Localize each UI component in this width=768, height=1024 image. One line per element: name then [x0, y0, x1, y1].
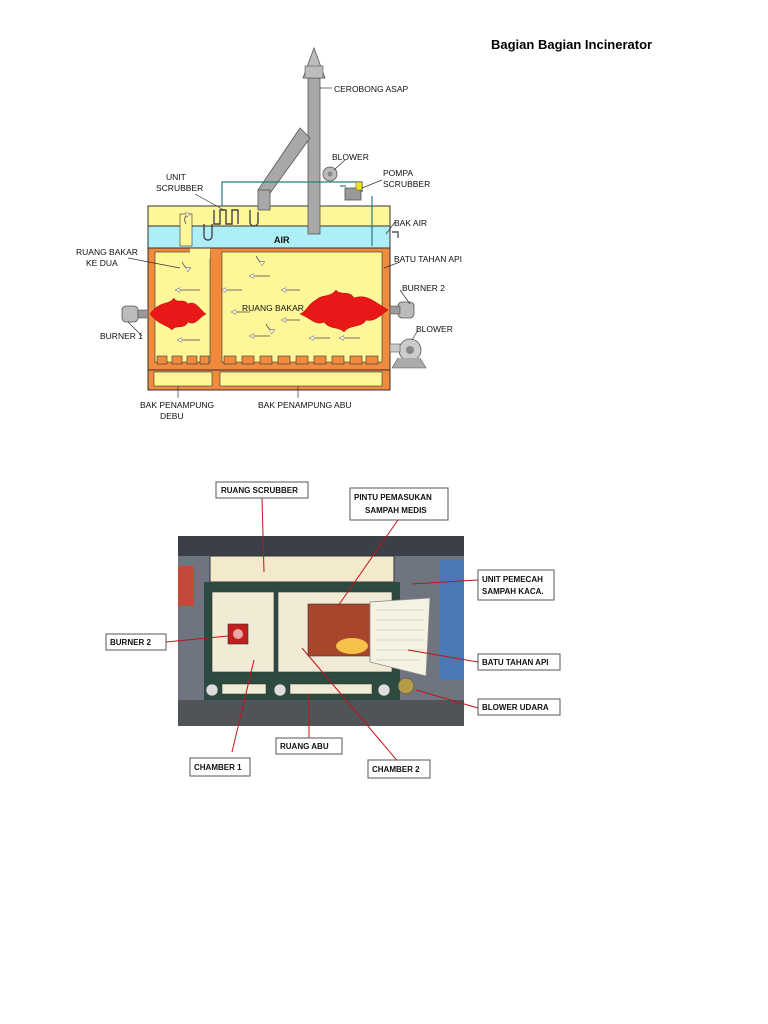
label-batu-tahan-api: BATU TAHAN API [394, 254, 462, 264]
svg-text:CHAMBER 1: CHAMBER 1 [194, 763, 242, 772]
label-burner-1: BURNER 1 [100, 331, 143, 341]
label-blower-top: BLOWER [332, 152, 369, 162]
photo-label-batu-tahan-api: BATU TAHAN API [477, 653, 561, 671]
photo-open-door [369, 597, 431, 677]
scrubber-coils [203, 209, 259, 241]
chimney [307, 77, 321, 235]
label-bak-penampung-debu-1: BAK PENAMPUNG [140, 400, 214, 410]
photo-label-unit-pemecah: UNIT PEMECAH SAMPAH KACA. [477, 569, 555, 601]
svg-text:CHAMBER 2: CHAMBER 2 [372, 765, 420, 774]
label-air: AIR [274, 235, 290, 245]
pump [344, 187, 362, 201]
label-bak-penampung-abu: BAK PENAMPUNG ABU [258, 400, 352, 410]
photo-label-pintu-pemasukan: PINTU PEMASUKAN SAMPAH MEDIS [349, 487, 449, 521]
photo-label-chamber-1: CHAMBER 1 [189, 757, 251, 777]
flame-burner-2 [299, 289, 389, 333]
label-pompa-2: SCRUBBER [383, 179, 430, 189]
svg-text:BATU TAHAN API: BATU TAHAN API [482, 658, 549, 667]
grate [156, 355, 379, 365]
page-title: Bagian Bagian Incinerator [491, 37, 653, 52]
burner-1-unit [121, 305, 149, 323]
label-bak-penampung-debu-2: DEBU [160, 411, 184, 421]
incinerator-photo: RUANG SCRUBBER PINTU PEMASUKAN SAMPAH ME… [105, 481, 561, 779]
dust-pit [153, 371, 213, 387]
label-pompa-1: POMPA [383, 168, 413, 178]
photo-label-chamber-2: CHAMBER 2 [367, 759, 431, 779]
label-cerobong-asap: CEROBONG ASAP [334, 84, 408, 94]
photo-blower [397, 677, 415, 695]
label-ruang-bakar: RUANG BAKAR [242, 303, 304, 313]
photo-label-ruang-scrubber: RUANG SCRUBBER [215, 481, 309, 499]
flame-burner-1 [149, 297, 207, 331]
svg-text:UNIT PEMECAH: UNIT PEMECAH [482, 575, 543, 584]
photo-scrubber-room [209, 555, 395, 583]
photo-label-burner-2: BURNER 2 [105, 633, 167, 651]
label-ruang-bakar-kedua-2: KE DUA [86, 258, 118, 268]
svg-text:PINTU PEMASUKAN: PINTU PEMASUKAN [354, 493, 432, 502]
svg-text:BLOWER UDARA: BLOWER UDARA [482, 703, 549, 712]
label-blower-bottom: BLOWER [416, 324, 453, 334]
svg-text:SAMPAH MEDIS: SAMPAH MEDIS [365, 506, 427, 515]
incinerator-schematic: CEROBONG ASAP BLOWER UNIT SCRUBBER POMPA… [76, 46, 462, 421]
blower-bottom-unit [389, 338, 427, 369]
photo-label-ruang-abu: RUANG ABU [275, 737, 343, 755]
water-tank [147, 225, 391, 249]
svg-text:RUANG SCRUBBER: RUANG SCRUBBER [221, 486, 298, 495]
burner-2-unit [389, 301, 415, 319]
svg-text:SAMPAH KACA.: SAMPAH KACA. [482, 587, 544, 596]
photo-label-blower-udara: BLOWER UDARA [477, 698, 561, 716]
label-burner-2: BURNER 2 [402, 283, 445, 293]
svg-text:RUANG ABU: RUANG ABU [280, 742, 329, 751]
label-bak-air: BAK AIR [394, 218, 427, 228]
label-ruang-bakar-kedua-1: RUANG BAKAR [76, 247, 138, 257]
ash-pit [219, 371, 383, 387]
label-unit-scrubber-2: SCRUBBER [156, 183, 203, 193]
svg-text:BURNER 2: BURNER 2 [110, 638, 151, 647]
label-unit-scrubber-1: UNIT [166, 172, 186, 182]
